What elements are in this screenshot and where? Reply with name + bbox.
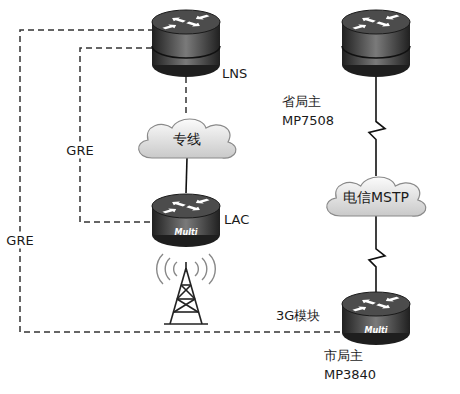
tunnel-label: GRE	[64, 142, 95, 159]
tunnel-line	[20, 30, 342, 332]
router-icon	[150, 192, 222, 248]
link-line	[369, 216, 385, 292]
device-label: 市局主 MP3840	[324, 346, 386, 384]
tunnel-label: GRE	[4, 232, 35, 249]
network-cloud: 专线	[132, 112, 242, 164]
link-line	[186, 158, 187, 193]
router-node: LNS	[150, 8, 222, 78]
router-icon	[340, 290, 412, 346]
router-icon	[150, 8, 222, 78]
icon-badge: Multi	[175, 228, 198, 237]
device-label: LAC	[224, 210, 264, 229]
link-line	[369, 77, 385, 176]
signal-waves	[157, 254, 216, 284]
router-icon	[340, 8, 412, 78]
router-node: 省局主 MP7508	[340, 8, 412, 78]
cloud-label: 电信MSTP	[343, 189, 409, 207]
radio-tower	[164, 262, 208, 324]
network-cloud: 电信MSTP	[320, 170, 432, 222]
router-node: 3G模块市局主 MP3840	[340, 290, 412, 346]
tunnel-line	[185, 77, 187, 117]
tunnel-line	[80, 48, 152, 222]
device-label: LNS	[222, 64, 262, 83]
device-label: 省局主 MP7508	[282, 92, 344, 130]
router-node: LAC	[150, 192, 222, 248]
device-label: 3G模块	[276, 306, 338, 325]
cloud-label: 专线	[173, 131, 201, 149]
icon-badge: Multi	[365, 326, 388, 335]
